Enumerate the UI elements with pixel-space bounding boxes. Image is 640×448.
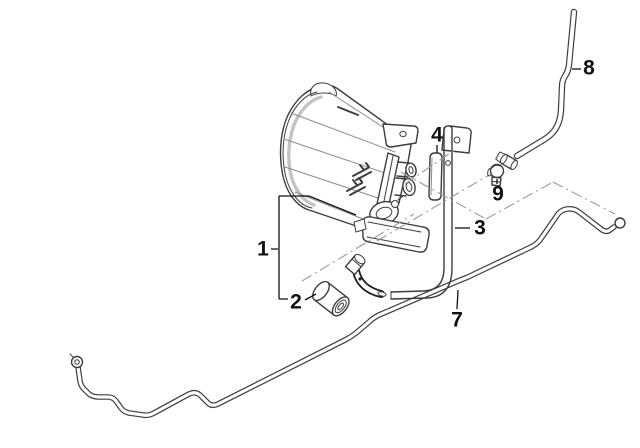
callout-7-label[interactable]: 7	[451, 309, 463, 332]
strap-edge-left	[390, 127, 445, 293]
foot-plate	[361, 216, 430, 253]
fuel-pipe-end-fitting-left	[70, 355, 84, 369]
callouts: 1 2 3 4 7 8 9	[257, 57, 595, 332]
callout-9[interactable]: 9	[492, 179, 504, 206]
callout-3-label[interactable]: 3	[474, 217, 486, 240]
construction-lines	[301, 148, 616, 282]
callout-7[interactable]: 7	[451, 289, 463, 332]
callout-9-label[interactable]: 9	[492, 183, 504, 206]
fuel-pipe-long	[69, 206, 626, 419]
callout-1-leader	[271, 195, 357, 300]
canister-clips	[346, 162, 372, 196]
callout-1-label[interactable]: 1	[257, 238, 269, 261]
elbow-fitting-body	[489, 163, 505, 179]
callout-2-label[interactable]: 2	[290, 291, 302, 314]
callout-7-leader	[456, 289, 459, 310]
tab-hole	[399, 130, 407, 138]
vent-pipe-connector	[495, 151, 519, 171]
elbow-hose	[344, 253, 387, 298]
strap-tab	[441, 125, 472, 154]
callout-8-label[interactable]: 8	[583, 57, 595, 80]
callout-2-leader	[304, 293, 317, 301]
elbow-fitting	[487, 163, 505, 187]
sealing-plug	[312, 280, 350, 317]
strap-hole	[445, 160, 451, 166]
callout-8[interactable]: 8	[572, 57, 595, 80]
strap-tab-hole	[453, 136, 461, 144]
callout-4[interactable]: 4	[431, 124, 443, 154]
clamp-bolt	[391, 200, 399, 208]
callout-4-label[interactable]: 4	[431, 124, 443, 147]
vent-pipe-upper	[495, 8, 578, 171]
rubber-strip	[428, 152, 443, 201]
fuel-pipe-long-outline	[75, 206, 617, 419]
port-upper	[405, 162, 417, 178]
callout-2[interactable]: 2	[290, 291, 317, 314]
plug-face	[312, 280, 330, 302]
vent-pipe-upper-outline	[513, 8, 578, 160]
carbon-canister-assembly	[279, 82, 430, 253]
strap-edge-right	[390, 127, 453, 300]
vent-pipe-strap	[344, 125, 472, 300]
callout-3[interactable]: 3	[455, 217, 486, 240]
callout-1[interactable]: 1	[257, 195, 357, 300]
canister-front-rim	[282, 91, 318, 209]
